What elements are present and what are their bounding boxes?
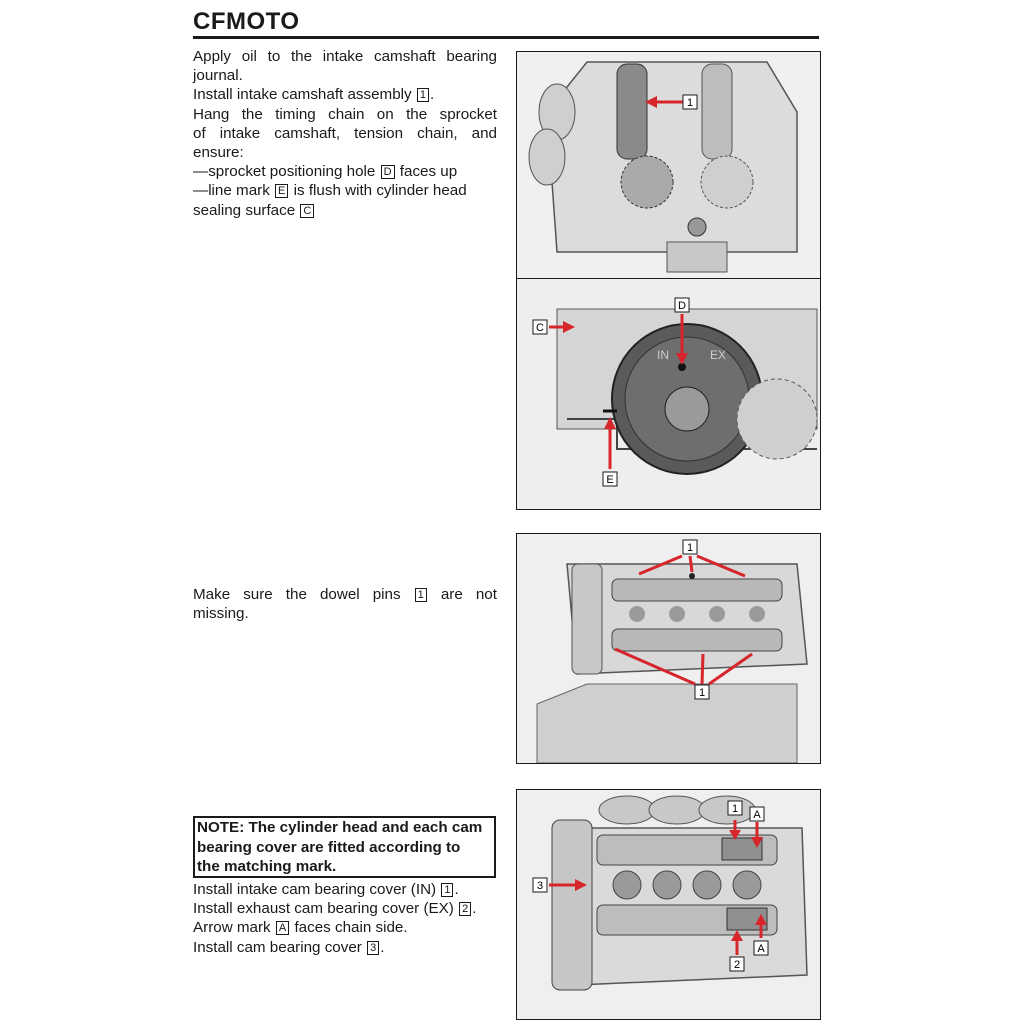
s1-line7-end: faces up: [399, 163, 458, 181]
section-2-text: Make sure the dowel pins 1 are not missi…: [193, 585, 497, 623]
section-1-text: Apply oil to the intake camshaft bearing…: [193, 47, 497, 220]
s2-line1-text: Make sure the dowel pins: [193, 586, 401, 603]
section-3-text: Install intake cam bearing cover (IN) 1.…: [193, 880, 497, 957]
s1-line4: Hang the timing chain on the sprocket: [193, 105, 497, 123]
ref-box: D: [380, 165, 395, 180]
brand-title: CFMOTO: [193, 8, 300, 35]
s2-line1-end: are not: [440, 586, 497, 603]
dowel-pins-drawing: 1 1: [517, 534, 820, 763]
s3-line2-end: .: [472, 900, 477, 918]
s1-line8-end: is flush with cylinder head: [293, 182, 467, 200]
page-header: CFMOTO: [193, 6, 819, 39]
ref-box: 3: [367, 940, 380, 955]
s1-line1: Apply oil to the intake camshaft bearing: [193, 48, 497, 65]
s3-line3-end: faces chain side.: [294, 919, 408, 937]
s1-line8: —line mark E is flush with cylinder head: [193, 181, 497, 200]
figure-camshaft-install: 1: [516, 51, 821, 280]
ref-box: A: [275, 921, 290, 936]
fig4-callout-2: 2: [734, 959, 740, 971]
note-line1: NOTE: The cylinder head and each cam: [197, 819, 483, 836]
s1-line6: ensure:: [193, 144, 244, 162]
s1-line3-text: Install intake camshaft assembly: [193, 86, 412, 104]
camshaft-drawing: 1: [517, 52, 820, 279]
note-line2: bearing cover are fitted according to: [197, 838, 461, 856]
s1-line2: journal.: [193, 67, 243, 85]
fig4-callout-a-top: A: [753, 809, 761, 821]
bearing-covers-drawing: 1 A 3 A 2: [517, 790, 820, 1019]
s1-line3-end: .: [429, 86, 435, 104]
note-line3: the matching mark.: [197, 858, 337, 875]
s3-line1-end: .: [454, 881, 459, 898]
s3-line2: Install exhaust cam bearing cover (EX) 2…: [193, 899, 497, 918]
fig2-callout-e: E: [606, 474, 613, 486]
s1-line9-text: sealing surface: [193, 201, 296, 219]
ref-box: 2: [459, 902, 472, 917]
s1-line9: sealing surface C: [193, 201, 497, 220]
s3-line1-text: Install intake cam bearing cover (IN): [193, 881, 437, 898]
s3-line4-end: .: [380, 938, 385, 956]
s3-line3-text: Arrow mark: [193, 919, 271, 937]
s1-line5: of intake camshaft, tension chain, and: [193, 124, 497, 142]
s1-line7: —sprocket positioning hole D faces up: [193, 162, 497, 181]
fig3-callout-bottom: 1: [699, 687, 705, 699]
figure-sprocket-detail: IN EX D C E: [516, 278, 821, 510]
ref-box: E: [275, 184, 289, 199]
figure-bearing-covers: 1 A 3 A 2: [516, 789, 821, 1020]
s2-line2: missing.: [193, 605, 249, 623]
ref-box: 1: [414, 588, 427, 602]
fig2-sprocket-in: IN: [657, 348, 669, 362]
fig2-sprocket-ex: EX: [710, 348, 726, 362]
fig2-callout-c: C: [536, 322, 544, 334]
ref-box: 1: [441, 883, 454, 897]
s1-line8-text: —line mark: [193, 182, 270, 200]
note-box: NOTE: The cylinder head and each cam bea…: [193, 816, 496, 878]
s3-line3: Arrow mark A faces chain side.: [193, 918, 497, 937]
fig4-callout-3: 3: [537, 880, 543, 892]
ref-box: 1: [416, 88, 429, 103]
fig4-callout-1: 1: [732, 803, 738, 815]
fig3-callout-top: 1: [687, 542, 693, 554]
s1-line3: Install intake camshaft assembly 1.: [193, 85, 497, 104]
fig1-callout-1: 1: [687, 97, 693, 109]
figure-dowel-pins: 1 1: [516, 533, 821, 764]
s2-line1: Make sure the dowel pins 1 are not: [193, 585, 497, 604]
s3-line1: Install intake cam bearing cover (IN) 1.: [193, 880, 497, 899]
s1-line7-text: —sprocket positioning hole: [193, 163, 376, 181]
fig4-callout-a-bottom: A: [757, 943, 765, 955]
s3-line4-text: Install cam bearing cover: [193, 938, 362, 956]
sprocket-drawing: IN EX D C E: [517, 279, 820, 509]
ref-box: C: [300, 203, 315, 218]
s3-line4: Install cam bearing cover 3.: [193, 938, 497, 957]
s3-line2-text: Install exhaust cam bearing cover (EX): [193, 900, 454, 918]
fig2-callout-d: D: [678, 300, 686, 312]
